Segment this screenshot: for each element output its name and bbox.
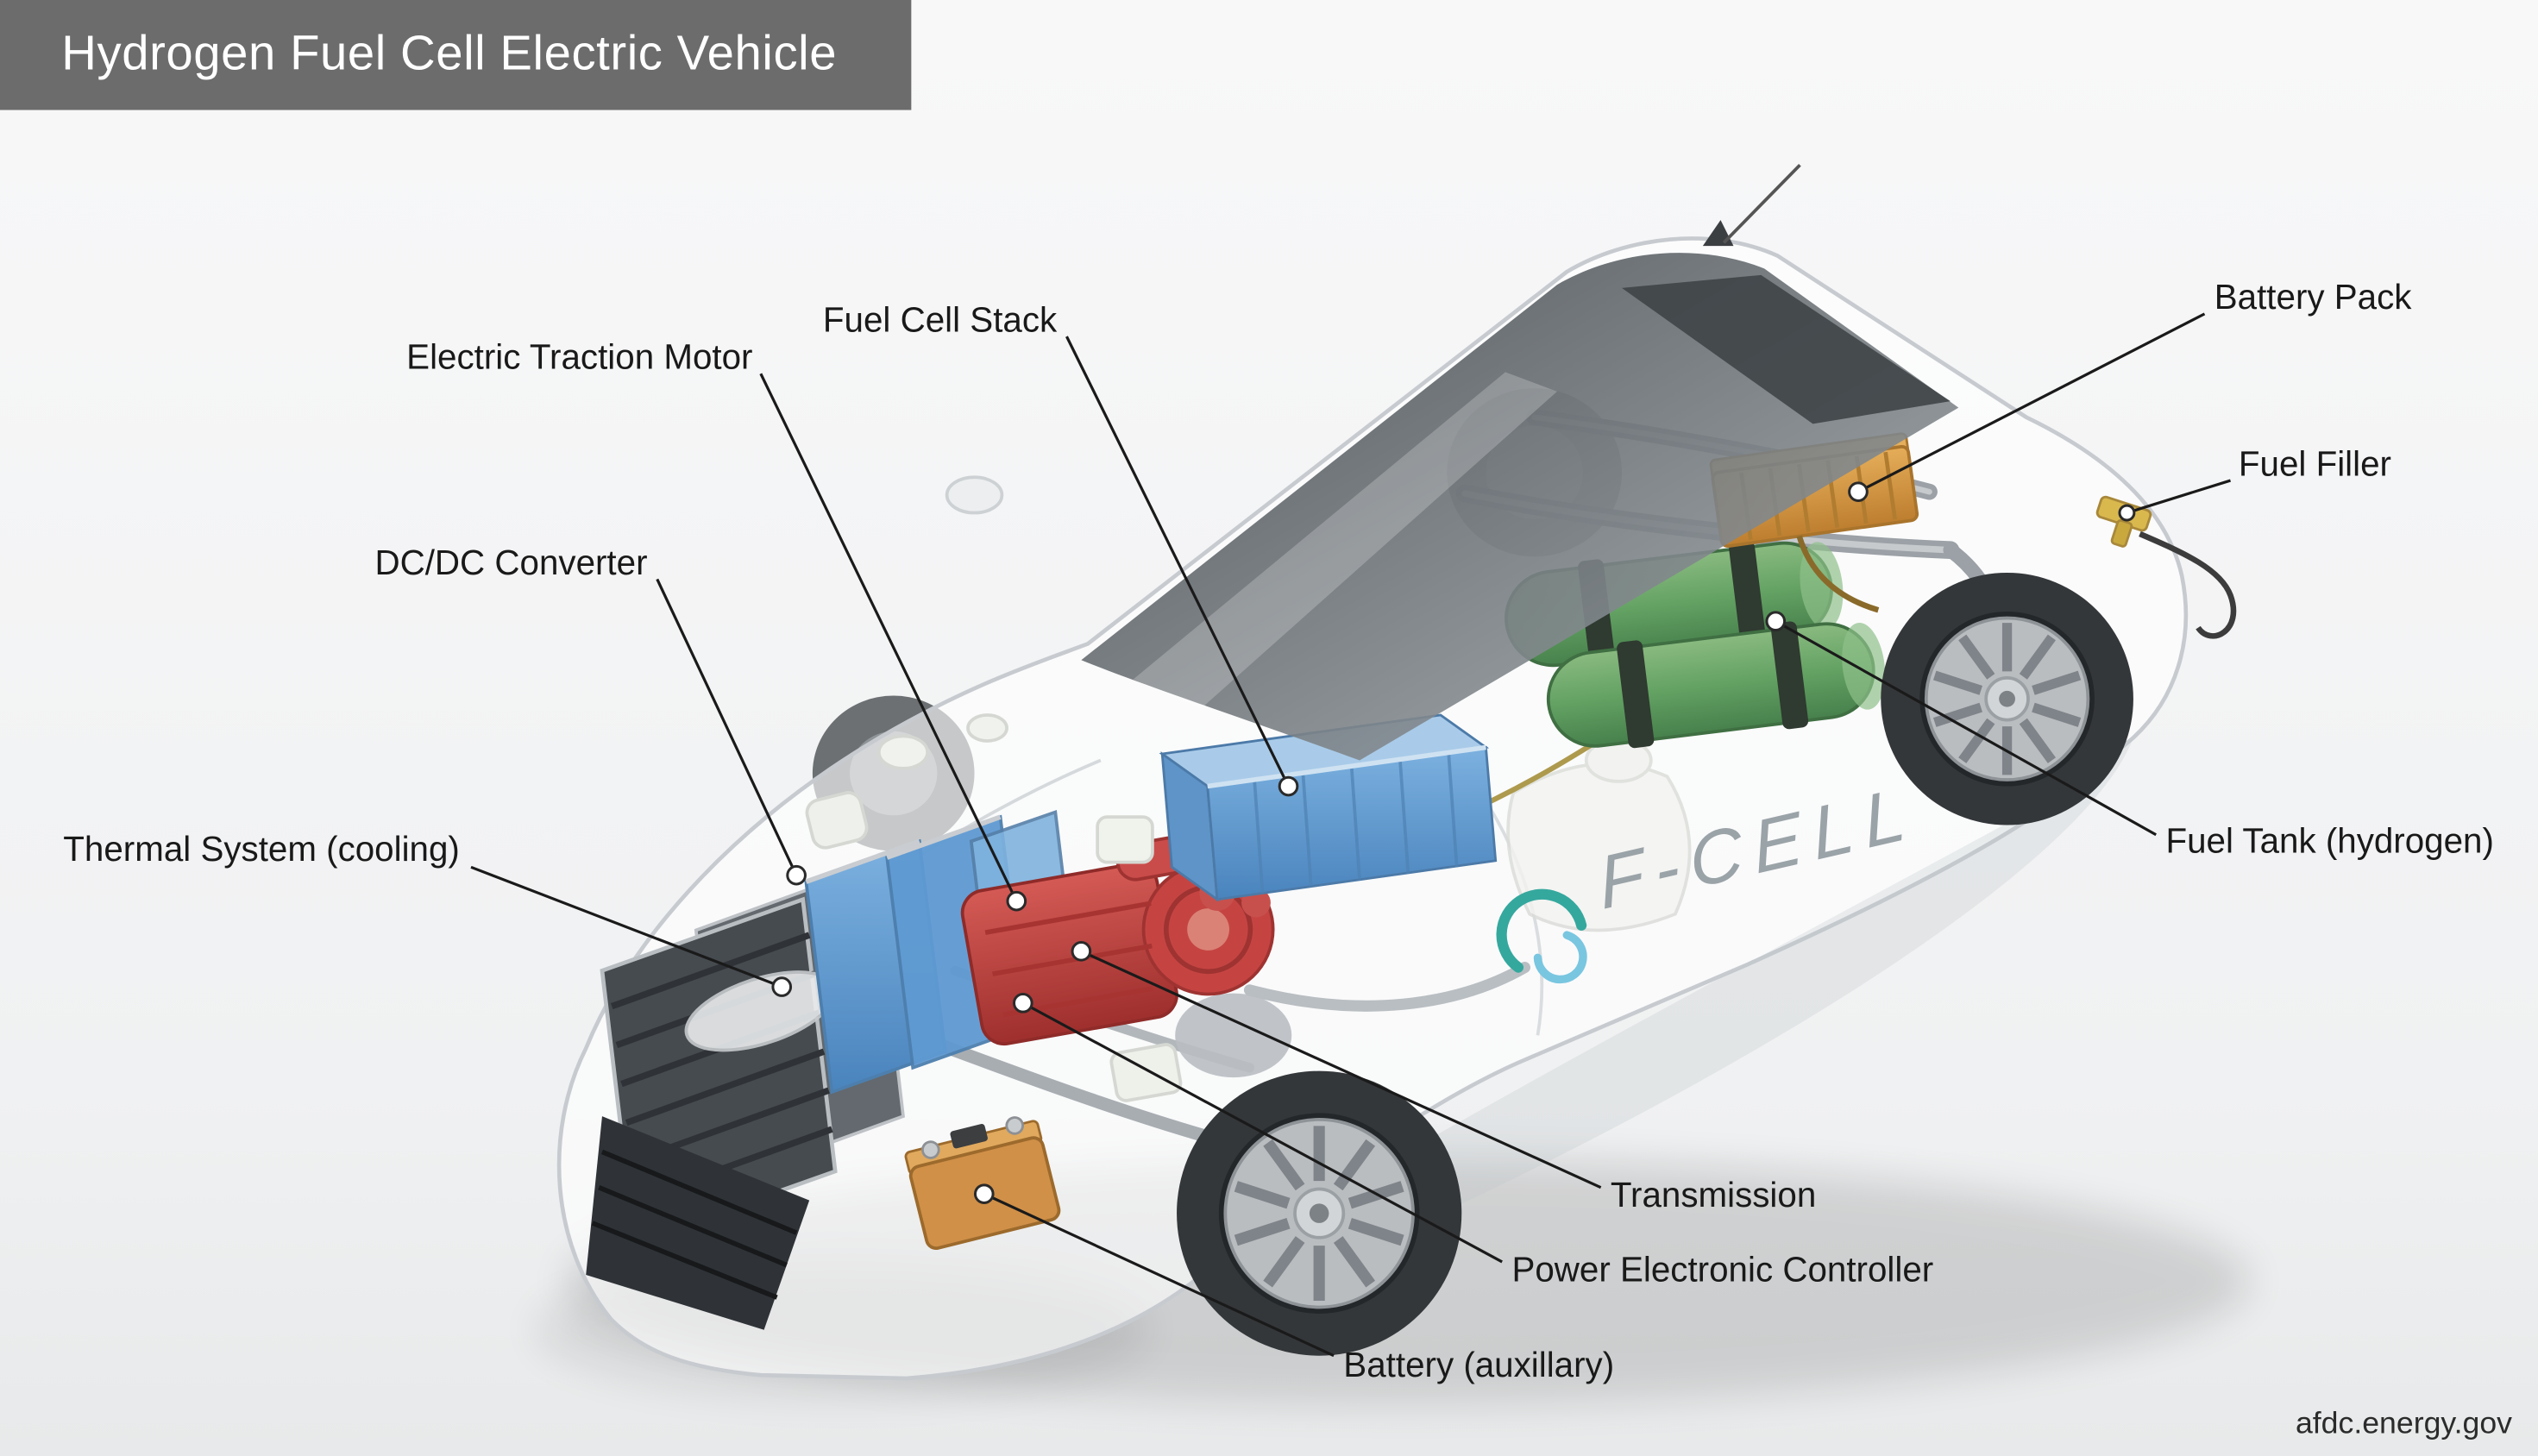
- front-wheel: [1177, 1070, 1462, 1356]
- label-battery-auxiliary: Battery (auxillary): [1343, 1346, 1615, 1385]
- marker-battery-pack: [1848, 481, 1869, 502]
- marker-fuel-tank: [1765, 611, 1787, 632]
- marker-dc-dc-converter: [786, 864, 807, 886]
- marker-fuel-cell-stack: [1278, 775, 1299, 797]
- marker-fuel-filler: [2118, 504, 2136, 522]
- label-fuel-cell-stack: Fuel Cell Stack: [822, 300, 1058, 340]
- coolant-reservoirs: [805, 713, 1008, 850]
- label-fuel-filler: Fuel Filler: [2238, 444, 2391, 484]
- label-fuel-tank: Fuel Tank (hydrogen): [2165, 821, 2494, 861]
- marker-electric-traction-motor: [1006, 890, 1027, 912]
- leader-thermal-system: [470, 865, 782, 988]
- leader-dc-dc-converter: [656, 578, 798, 876]
- leader-lines: [470, 312, 2231, 1358]
- page-title: Hydrogen Fuel Cell Electric Vehicle: [61, 27, 838, 81]
- component-fuel-tanks: [1505, 540, 1886, 749]
- leader-fuel-tank: [1775, 619, 2157, 837]
- side-mirror: [945, 475, 1004, 515]
- rear-wheel: [1881, 572, 2133, 825]
- sunroof: [1622, 274, 1951, 424]
- marker-battery-auxiliary: [973, 1183, 995, 1204]
- antenna-line: [1722, 163, 1801, 244]
- label-transmission: Transmission: [1610, 1176, 1817, 1215]
- label-thermal-system: Thermal System (cooling): [63, 830, 460, 869]
- marker-dots: [771, 481, 2136, 1204]
- label-battery-pack: Battery Pack: [2214, 278, 2412, 317]
- leader-power-electronic-controller: [1022, 1001, 1503, 1264]
- title-bar: Hydrogen Fuel Cell Electric Vehicle: [0, 0, 912, 110]
- label-electric-traction-motor: Electric Traction Motor: [406, 337, 753, 378]
- leader-fuel-cell-stack: [1065, 336, 1290, 788]
- leader-electric-traction-motor: [759, 373, 1018, 902]
- source-watermark: afdc.energy.gov: [2295, 1407, 2512, 1442]
- marker-transmission: [1071, 941, 1092, 962]
- glass: [945, 163, 1959, 761]
- marker-thermal-system: [771, 976, 793, 997]
- leader-battery-pack: [1857, 312, 2206, 493]
- leader-transmission: [1080, 950, 1602, 1189]
- label-power-electronic-controller: Power Electronic Controller: [1511, 1250, 1934, 1290]
- leader-fuel-filler: [2126, 479, 2231, 515]
- component-aux-battery: [904, 1116, 1061, 1251]
- label-dc-dc-converter: DC/DC Converter: [374, 543, 648, 583]
- transmission-housing: [1175, 993, 1292, 1078]
- marker-power-electronic-controller: [1012, 993, 1033, 1014]
- leader-battery-auxiliary: [983, 1192, 1335, 1358]
